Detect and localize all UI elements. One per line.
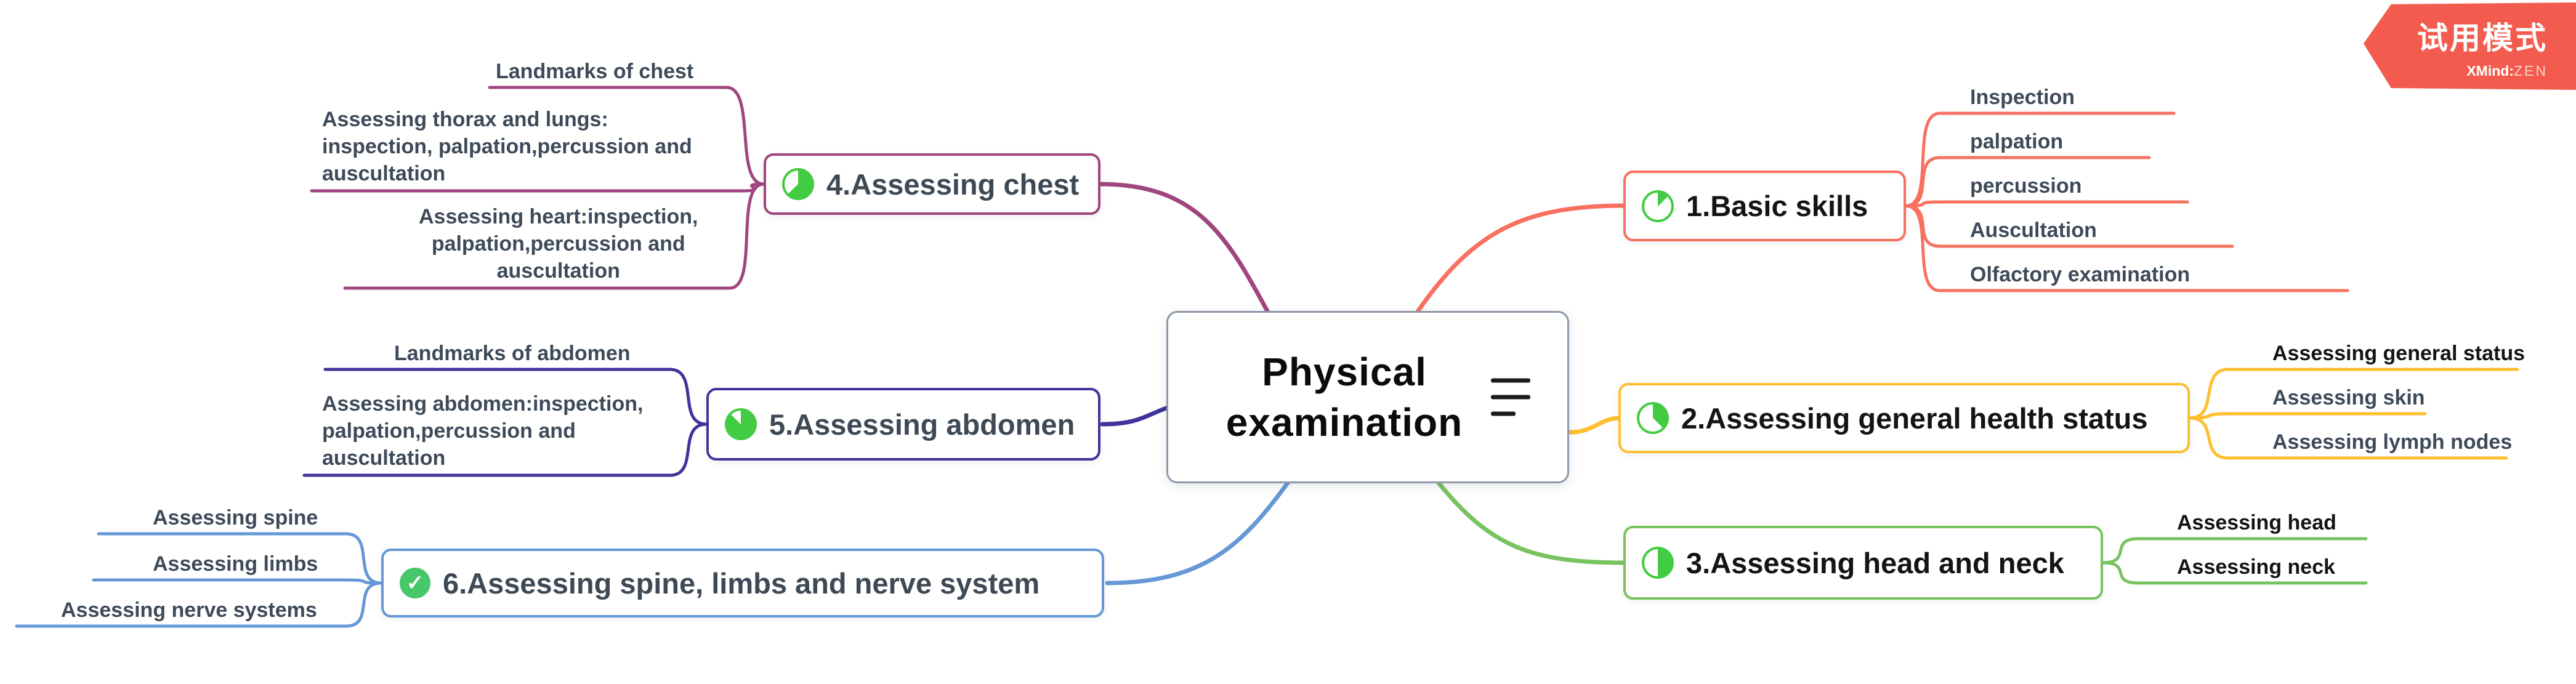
child-topic[interactable]: Assessing neck: [2177, 555, 2336, 579]
central-topic-title: Physical examination: [1225, 350, 1463, 445]
child-connector: [2101, 561, 2368, 585]
child-topic[interactable]: Landmarks of chest: [496, 60, 694, 83]
child-connector: [1904, 111, 2176, 207]
child-topic[interactable]: Inspection: [1970, 86, 2075, 109]
child-topic[interactable]: Assessing head: [2177, 511, 2336, 534]
branch-topic-b5[interactable]: 5.Assessing abdomen: [706, 388, 1100, 461]
branch-topic-b3[interactable]: 3.Assessing head and neck: [1623, 526, 2103, 600]
child-connector: [1904, 156, 2151, 207]
child-connector: [343, 182, 765, 290]
progress-icon[interactable]: [1642, 547, 1674, 579]
child-topic[interactable]: Landmarks of abdomen: [394, 342, 631, 365]
branch-curve: [1097, 182, 1271, 316]
topic-label: 4.Assessing chest: [826, 167, 1080, 201]
child-topic[interactable]: Auscultation: [1970, 219, 2097, 242]
branch-curve: [1414, 203, 1627, 316]
topic-label: 6.Assessing spine, limbs and nerve syste…: [443, 566, 1040, 600]
trial-mode-badge: 试用模式 XMind:ZEN: [2364, 2, 2576, 90]
topic-label: 5.Assessing abdomen: [769, 408, 1075, 441]
branch-curve: [1100, 405, 1170, 427]
child-connector: [15, 581, 383, 628]
child-topic[interactable]: Assessing limbs: [153, 552, 318, 576]
child-topic[interactable]: percussion: [1970, 174, 2082, 198]
child-topic[interactable]: Assessing nerve systems: [61, 598, 317, 622]
topic-label: 3.Assessing head and neck: [1686, 546, 2064, 579]
child-topic[interactable]: Assessing skin: [2272, 386, 2425, 409]
child-connector: [302, 422, 708, 477]
child-connector: [97, 532, 383, 585]
branch-curve: [1565, 416, 1622, 435]
branch-topic-b2[interactable]: 2.Assessing general health status: [1618, 383, 2190, 453]
central-topic[interactable]: Physical examination: [1166, 311, 1569, 483]
child-connector: [323, 368, 708, 426]
branch-topic-b4[interactable]: 4.Assessing chest: [764, 153, 1100, 215]
progress-icon[interactable]: [1637, 402, 1669, 434]
child-connector: [2101, 537, 2368, 565]
child-connector: [488, 86, 765, 186]
notes-icon-bar: [1491, 395, 1530, 400]
child-connector: [1904, 204, 2349, 292]
child-topic[interactable]: Assessing thorax and lungs: inspection, …: [322, 108, 692, 185]
topic-label: 1.Basic skills: [1686, 190, 1868, 222]
child-topic[interactable]: Assessing abdomen:inspection, palpation,…: [322, 392, 644, 470]
zen-logo-text: ZEN: [2514, 62, 2548, 79]
child-topic[interactable]: palpation: [1970, 130, 2064, 153]
child-topic[interactable]: Assessing heart:inspection, palpation,pe…: [419, 205, 698, 283]
branch-topic-b6[interactable]: ✓ 6.Assessing spine, limbs and nerve syst…: [381, 549, 1104, 618]
notes-icon[interactable]: [1491, 378, 1530, 416]
trial-mode-title: 试用模式: [2417, 20, 2548, 55]
child-connector: [2188, 368, 2519, 420]
child-topic[interactable]: Assessing lymph nodes: [2272, 430, 2513, 454]
topic-label: 2.Assessing general health status: [1681, 401, 2148, 435]
child-connector: [92, 578, 383, 585]
progress-icon[interactable]: [725, 408, 757, 440]
notes-icon-bar: [1491, 378, 1530, 383]
child-topic[interactable]: Assessing spine: [153, 506, 318, 529]
child-topic[interactable]: Olfactory examination: [1970, 263, 2190, 286]
xmind-zen-logo: XMind:ZEN: [2466, 63, 2548, 79]
progress-icon[interactable]: [1642, 190, 1674, 222]
child-connector: [1904, 200, 2189, 207]
branch-topic-b1[interactable]: 1.Basic skills: [1623, 171, 1906, 241]
notes-icon-bar: [1491, 411, 1516, 416]
xmind-logo-text: XMind:: [2466, 62, 2514, 79]
task-done-icon[interactable]: ✓: [400, 568, 430, 598]
child-topic[interactable]: Assessing general status: [2272, 342, 2526, 365]
child-connector: [2188, 416, 2508, 460]
child-connector: [2188, 412, 2427, 420]
branch-curve: [1435, 480, 1627, 565]
branch-curve: [1105, 480, 1291, 585]
progress-icon[interactable]: [782, 168, 814, 200]
